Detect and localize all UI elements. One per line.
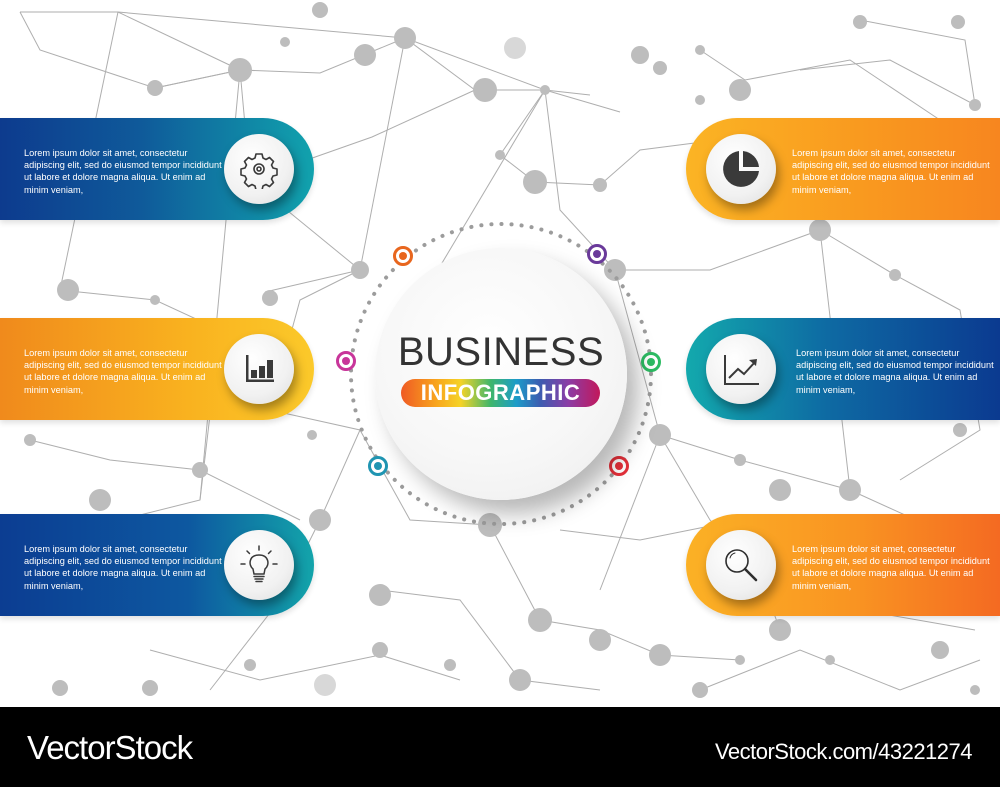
footer-bar: VectorStock VectorStock.com/43221274 <box>0 707 1000 787</box>
lightbulb-icon <box>240 545 278 583</box>
banner-right-1: Lorem ipsum dolor sit amet, consectetur … <box>686 118 1000 220</box>
magnifier-icon <box>725 549 758 582</box>
ring-marker-orange <box>393 246 413 266</box>
gear-icon <box>240 153 278 189</box>
banner-right-2: Lorem ipsum dolor sit amet, consectetur … <box>686 318 1000 420</box>
pie-chart-icon <box>723 151 759 187</box>
banner-left-2: Lorem ipsum dolor sit amet, consectetur … <box>0 318 314 420</box>
banner-left-1: Lorem ipsum dolor sit amet, consectetur … <box>0 118 314 220</box>
banner-left-1-icon-button[interactable] <box>224 134 294 204</box>
banner-right-3-icon-button[interactable] <box>706 530 776 600</box>
ring-marker-teal <box>368 456 388 476</box>
footer-brand: VectorStock <box>27 729 193 766</box>
banner-right-3: Lorem ipsum dolor sit amet, consectetur … <box>686 514 1000 616</box>
center-circle: BUSINESS INFOGRAPHIC <box>375 248 627 500</box>
ring-marker-magenta <box>336 351 356 371</box>
banner-right-1-text: Lorem ipsum dolor sit amet, consectetur … <box>792 148 990 195</box>
ring-marker-purple <box>587 244 607 264</box>
footer-url: VectorStock.com/43221274 <box>714 739 973 764</box>
bar-chart-icon <box>246 355 274 382</box>
banner-right-2-text: Lorem ipsum dolor sit amet, consectetur … <box>796 348 994 395</box>
banner-left-3-icon-button[interactable] <box>224 530 294 600</box>
banner-left-3: Lorem ipsum dolor sit amet, consectetur … <box>0 514 314 616</box>
banner-left-3-text: Lorem ipsum dolor sit amet, consectetur … <box>24 544 222 591</box>
banner-left-1-text: Lorem ipsum dolor sit amet, consectetur … <box>24 148 222 195</box>
ring-marker-green <box>641 352 661 372</box>
banner-left-2-text: Lorem ipsum dolor sit amet, consectetur … <box>24 348 222 395</box>
line-chart-icon <box>724 355 759 385</box>
banner-right-1-icon-button[interactable] <box>706 134 776 204</box>
banner-left-2-icon-button[interactable] <box>224 334 294 404</box>
center-title: BUSINESS <box>397 330 605 374</box>
ring-marker-red <box>609 456 629 476</box>
center-subtitle-pill: INFOGRAPHIC <box>401 379 600 407</box>
infographic-canvas: Lorem ipsum dolor sit amet, consectetur … <box>0 2 1000 698</box>
banner-right-3-text: Lorem ipsum dolor sit amet, consectetur … <box>792 544 990 591</box>
banner-right-2-icon-button[interactable] <box>706 334 776 404</box>
